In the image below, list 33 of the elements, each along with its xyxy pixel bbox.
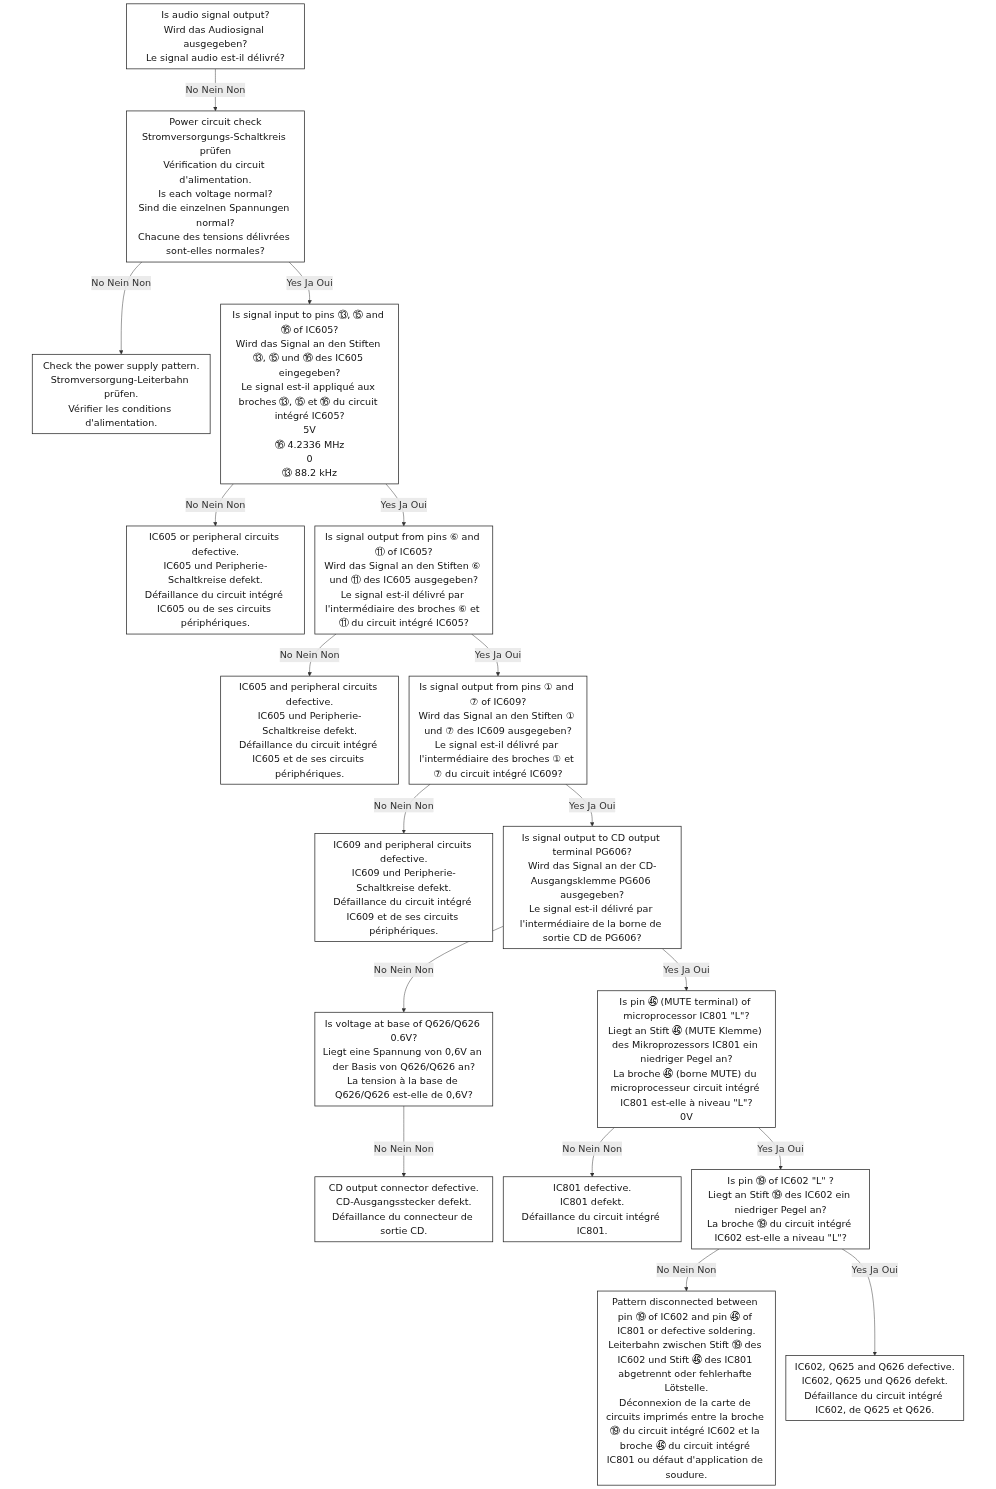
edge-label: Yes Ja Oui — [286, 277, 333, 289]
edge-label: No Nein Non — [279, 649, 340, 661]
edge-label: Yes Ja Oui — [568, 799, 616, 811]
node-box: IC605 and peripheral circuits defective. IC605 und Peripherie-Schaltkreise defekt. Défaillance du circuit intégré IC605 et de ses circuits périphériques. — [220, 675, 399, 785]
edge-label: No Nein Non — [656, 1264, 717, 1276]
node-box: Is signal output to CD output terminal PG606? Wird das Signal an der CD-Ausgangsklemme PG606 ausgegeben? Le signal est-il délivré par l'intermédiaire de la borne de sortie CD de PG606? — [502, 825, 682, 950]
edge-label: Yes Ja Oui — [757, 1142, 804, 1155]
node-box: Check the power supply pattern. Stromversorgung-Leiterbahn prüfen. Vérifier les conditions d'alimentation. — [31, 353, 211, 435]
edge-label: Yes Ja Oui — [474, 649, 522, 661]
edge-label: No Nein Non — [373, 799, 434, 811]
node-box: CD output connector defective. CD-Ausgangsstecker defekt. Défaillance du connecteur de sortie CD. — [314, 1176, 494, 1243]
edge-label: No Nein Non — [185, 84, 246, 96]
node-box: Is audio signal output? Wird das Audiosignal ausgegeben? Le signal audio est-il délivré? — [126, 3, 305, 70]
edge-label: Yes Ja Oui — [851, 1264, 899, 1276]
edge-label: No Nein Non — [373, 963, 434, 976]
node-box: Is voltage at base of Q626/Q626 0.6V? Liegt eine Spannung von 0,6V an der Basis von Q626/Q626 an? La tension à la base de Q626/Q626 est-elle de 0,6V? — [314, 1011, 494, 1107]
edge-label: Yes Ja Oui — [380, 499, 428, 511]
node-box: Power circuit check Stromversorgungs-Schaltkreis prüfen Vérification du circuit d'alimentation. Is each voltage normal? Sind die einzelnen Spannungen normal? Chacune des tensions délivrées sont-elles normales? — [126, 110, 305, 263]
edge-label: Yes Ja Oui — [663, 963, 710, 976]
node-box: IC801 defective. IC801 defekt. Défaillance du circuit intégré IC801. — [502, 1176, 682, 1243]
node-box: IC609 and peripheral circuits defective. IC609 und Peripherie-Schaltkreise defekt. Défaillance du circuit intégré IC609 et de ses circuits périphériques. — [314, 833, 494, 942]
edge-label: No Nein Non — [373, 1142, 434, 1155]
edge-label: No Nein Non — [562, 1142, 623, 1155]
node-box: Pattern disconnected between pin ⑲ of IC602 and pin ㊻ of IC801 or defective soldering. Leiterbahn zwischen Stift ⑲ des IC602 und Stift ㊻ des IC801 abgetrennt oder fehlerhafte Lötstelle. Déconnexion de la carte de circuits imprimés entre la broche ⑲ du circuit intégré IC602 et la broche ㊻ du circuit intégré IC801 ou défaut d'application de soudure. — [597, 1290, 776, 1486]
node-box: Is pin ㊻ (MUTE terminal) of microprocessor IC801 "L"? Liegt an Stift ㊻ (MUTE Klemme) des Mikroprozessors IC801 ein niedriger Pegel an? La broche ㊻ (borne MUTE) du microprocesseur circuit intégré IC801 est-elle à niveau "L"? 0V — [597, 990, 776, 1128]
node-box: Is signal output from pins ⑥ and ⑪ of IC605? Wird das Signal an den Stiften ⑥ und ⑪ des IC605 ausgegeben? Le signal est-il délivré par l'intermédiaire des broches ⑥ et ⑪ du circuit intégré IC605? — [314, 525, 494, 635]
node-box: Is pin ⑲ of IC602 "L" ? Liegt an Stift ⑲ des IC602 ein niedriger Pegel an? La broche ⑲ du circuit intégré IC602 est-elle a niveau "L"? — [691, 1169, 870, 1250]
edge-label: No Nein Non — [91, 277, 152, 289]
edge-label: No Nein Non — [185, 499, 246, 511]
node-box: IC605 or peripheral circuits defective. IC605 und Peripherie-Schaltkreise defekt. Défaillance du circuit intégré IC605 ou de ses circuits périphériques. — [126, 525, 305, 635]
node-box: IC602, Q625 and Q626 defective. IC602, Q625 und Q626 defekt. Défaillance du circuit intégré IC602, de Q625 et Q626. — [785, 1355, 965, 1421]
node-box: Is signal input to pins ⑬, ⑮ and ⑯ of IC605? Wird das Signal an den Stiften ⑬, ⑮ und ⑯ des IC605 eingegeben? Le signal est-il appliqué aux broches ⑬, ⑮ et ⑯ du circuit intégré IC605? 5V ⑯ 4.2336 MHz 0 ⑬ 88.2 kHz — [220, 303, 399, 485]
node-box: Is signal output from pins ① and ⑦ of IC609? Wird das Signal an den Stiften ① und ⑦ des IC609 ausgegeben? Le signal est-il délivré par l'intermédiaire des broches ① et ⑦ du circuit intégré IC609? — [408, 675, 588, 785]
